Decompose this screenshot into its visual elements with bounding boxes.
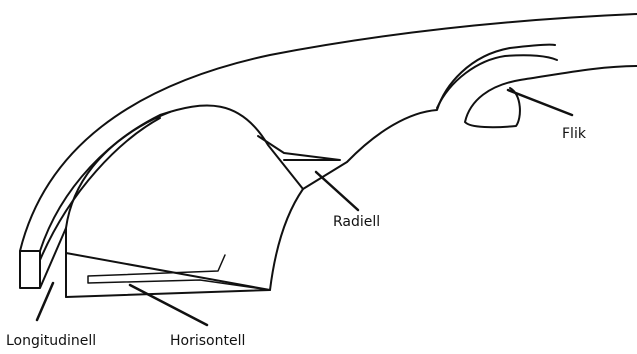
horisontell-leader xyxy=(130,285,207,325)
longitudinal-slab xyxy=(20,112,170,288)
lobe-outline xyxy=(437,55,637,127)
flik-leader xyxy=(508,90,572,115)
radiell-leader xyxy=(316,172,358,210)
notch-wall xyxy=(270,189,303,290)
crown-inner-contour xyxy=(66,45,555,297)
crown-outer-arc xyxy=(20,14,637,251)
label-flik: Flik xyxy=(562,126,587,142)
label-longitudinell: Longitudinell xyxy=(6,333,96,349)
label-radiell: Radiell xyxy=(333,214,380,230)
label-horisontell: Horisontell xyxy=(170,333,245,349)
